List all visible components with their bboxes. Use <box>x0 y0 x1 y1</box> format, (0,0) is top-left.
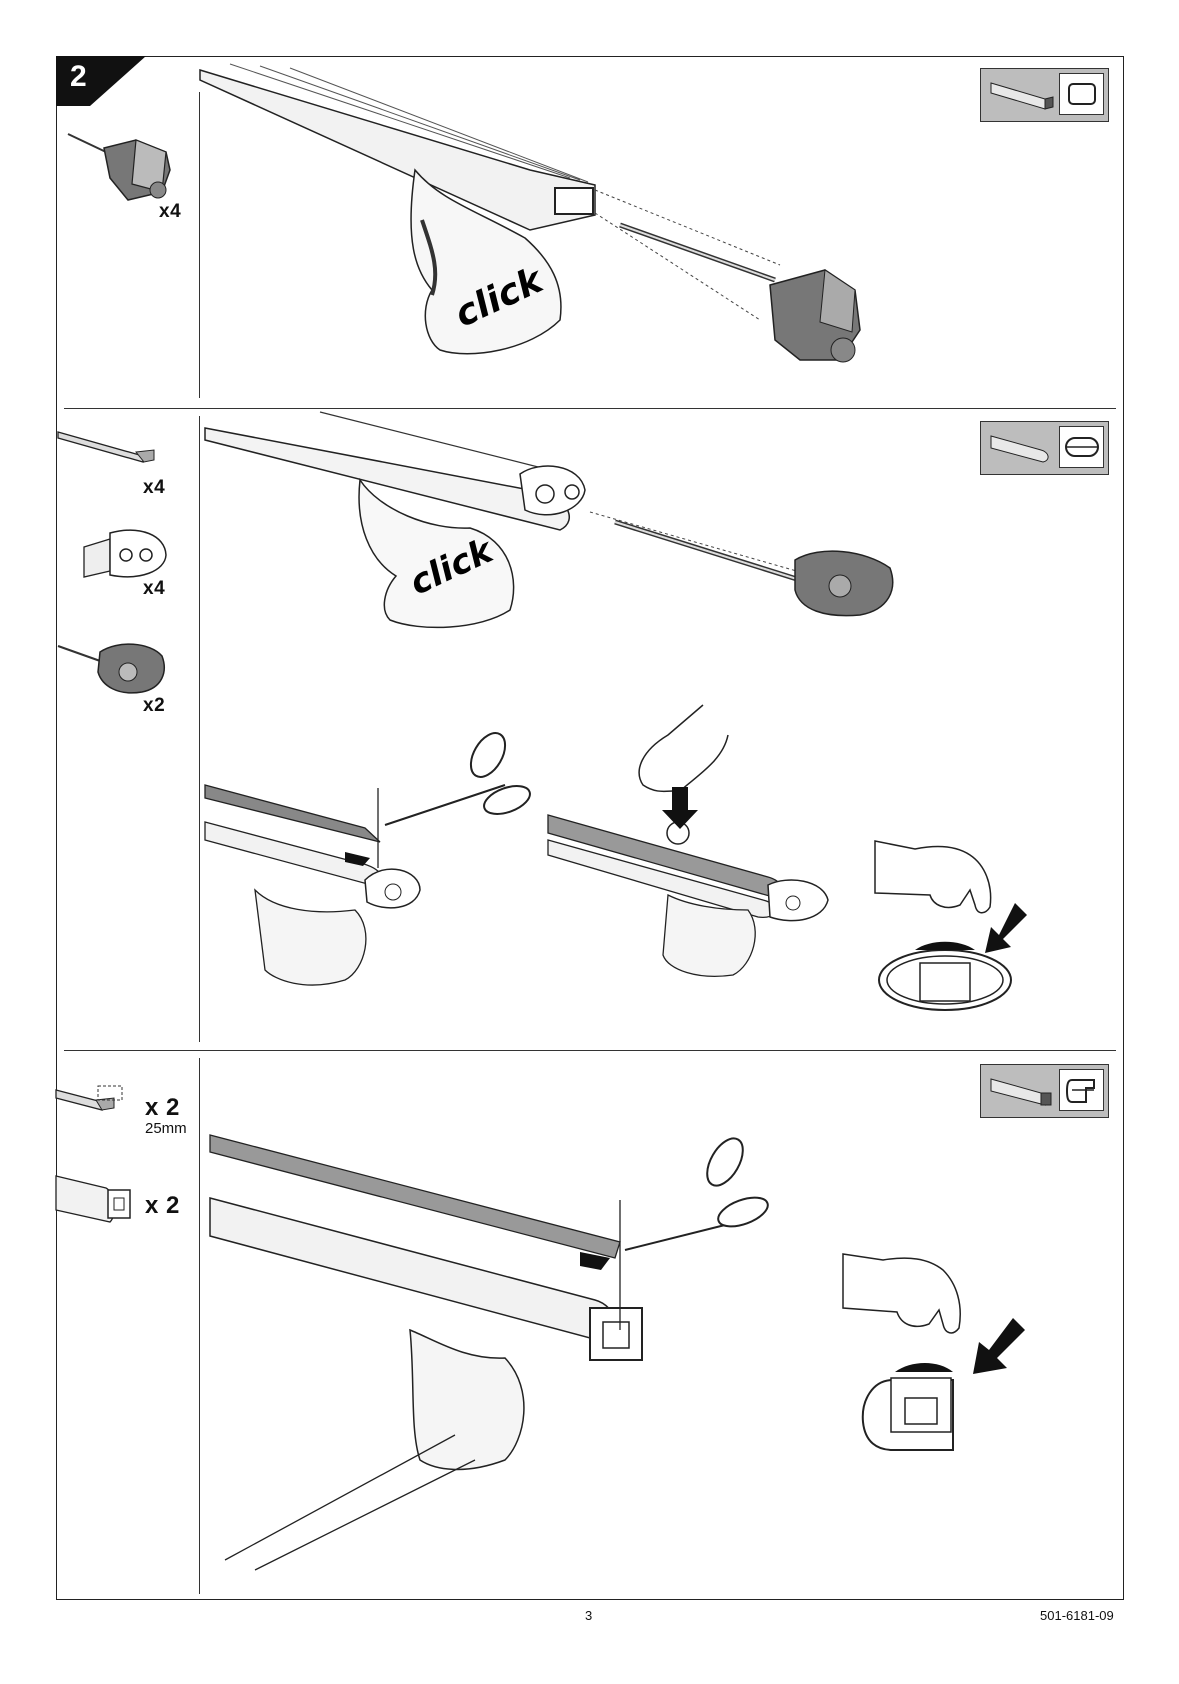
part-qty: x4 <box>143 477 165 499</box>
document-code: 501-6181-09 <box>1040 1608 1114 1623</box>
square-bar-profile-icon <box>980 68 1109 122</box>
part-qty: x2 <box>143 695 165 717</box>
bar-sample-icon <box>989 79 1055 111</box>
rail-profile-icon <box>1066 1076 1098 1106</box>
section-divider-2 <box>64 1050 1116 1051</box>
bar-sample-icon <box>989 1075 1055 1107</box>
press-strip-illustration <box>548 705 838 995</box>
insert-strip-rail-illustration <box>843 1250 1043 1460</box>
parts-column-divider-3 <box>199 1058 200 1594</box>
aero-bar-illustration: click <box>200 410 920 640</box>
end-cap-with-strip-icon <box>66 130 176 210</box>
part-qty: x 2 <box>145 1192 180 1220</box>
page-number: 3 <box>585 1608 592 1623</box>
insert-strip-oval-illustration <box>875 835 1055 1015</box>
part-length: 25mm <box>145 1120 187 1137</box>
rubber-strip-icon <box>58 430 158 470</box>
rail-bar-profile-icon <box>980 1064 1109 1118</box>
aero-bar-profile-icon <box>980 421 1109 475</box>
rail-bar-cut-illustration <box>205 1130 775 1570</box>
square-bar-illustration: click <box>200 60 900 380</box>
end-plate-adapter-icon <box>80 525 170 585</box>
section-divider-1 <box>64 408 1116 409</box>
part-qty: x 2 <box>145 1094 180 1122</box>
part-qty: x4 <box>143 578 165 600</box>
oval-end-cap-icon <box>58 638 170 698</box>
bar-sample-icon <box>989 432 1055 464</box>
short-strip-icon <box>56 1082 128 1122</box>
rail-end-profile-icon <box>56 1168 138 1228</box>
step-number: 2 <box>70 60 87 94</box>
oval-profile-icon <box>1065 436 1099 458</box>
cut-strip-illustration <box>205 730 535 990</box>
square-profile-icon <box>1068 83 1096 105</box>
part-qty: x4 <box>159 201 181 223</box>
